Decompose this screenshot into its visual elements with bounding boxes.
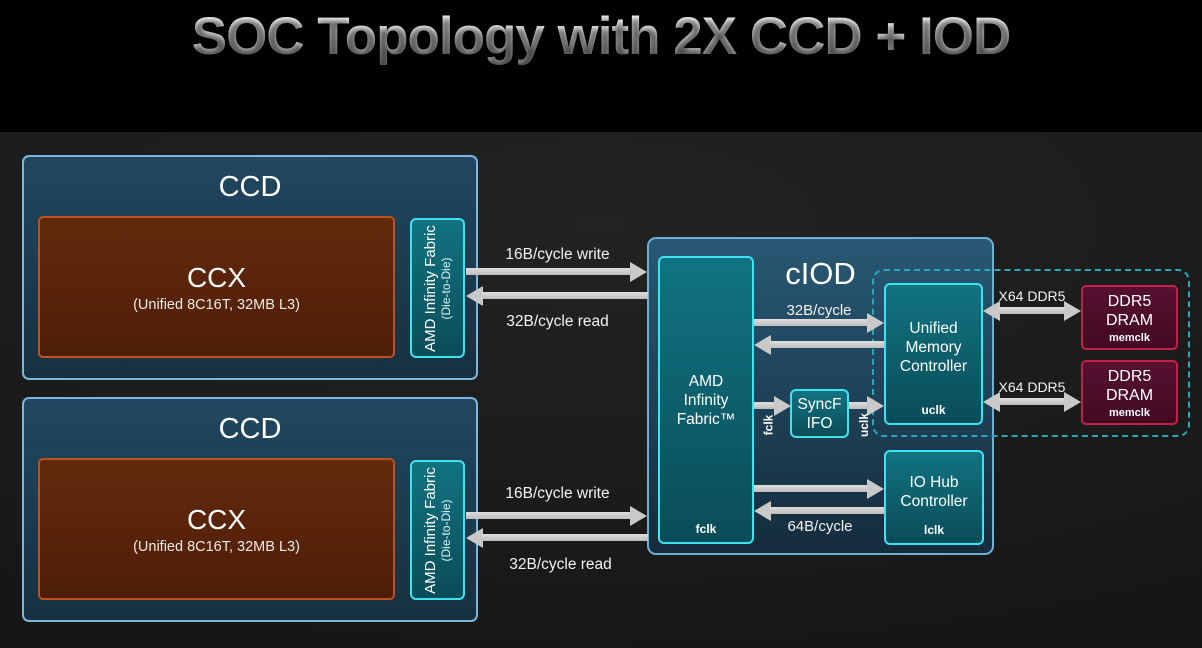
iohub-arrow-label: 64B/cycle [787,518,853,535]
dram2-link-label: X64 DDR5 [998,379,1066,395]
memory-dashed-group [872,269,1190,437]
ccd1-infinity-fabric-label: AMD Infinity Fabric [422,224,440,352]
iohub-line1: IO Hub [909,473,959,491]
arrow-shaft [770,507,884,514]
ciod-fabric-clock: fclk [695,522,717,536]
ciod-title: cIOD [785,256,856,291]
ccd1-ccx-label: CCX [186,261,247,293]
arrow-shaft [754,485,868,492]
ccd2-infinity-fabric-rotated-text: AMD Infinity Fabric (Die-to-Die) [412,462,463,598]
ccd1-ccx-subtitle: (Unified 8C16T, 32MB L3) [133,296,300,313]
title-band [0,0,1202,132]
arrow-shaft [754,402,775,409]
umc-line2: Memory [905,338,962,356]
ccd2-read-arrow-label: 32B/cycle read [509,556,612,573]
dram1-line2: DRAM [1105,312,1154,329]
arrow-shaft [482,292,648,299]
slide-title: SOC Topology with 2X CCD + IOD [0,6,1202,67]
umc-clock: uclk [921,403,946,417]
arrow-shaft [482,534,648,541]
arrow-head-left-icon [754,335,771,355]
syncfifo-line1: SyncF [797,395,842,413]
arrow-shaft [466,268,631,275]
arrow-head-right-icon [867,313,884,333]
iohub-clock: lclk [923,523,944,537]
arrow-head-left-icon [466,286,483,306]
ccd1-title: CCD [218,171,282,203]
arrow-shaft [849,402,868,409]
umc-line1: Unified [909,319,958,337]
fclk-domain-label: fclk [761,414,776,436]
arrow-head-right-icon [630,262,647,282]
ccd2-title: CCD [218,413,282,445]
arrow-head-right-icon [1064,301,1081,321]
umc-line3: Controller [899,357,968,375]
dram2-clock: memclk [1109,407,1150,419]
ccd2-ccx-label: CCX [186,503,247,535]
arrow-shaft [770,341,884,348]
ccd2-infinity-fabric-label: AMD Infinity Fabric [422,466,440,594]
ccd1-infinity-fabric-rotated-text: AMD Infinity Fabric (Die-to-Die) [412,220,463,356]
dram1-clock: memclk [1109,332,1150,344]
ccd1-write-arrow-label: 16B/cycle write [505,246,610,263]
dram1-line1: DDR5 [1107,293,1152,310]
ccd2-write-arrow-label: 16B/cycle write [505,485,610,502]
ccd1-read-arrow-label: 32B/cycle read [506,313,609,330]
dram1-box: DDR5 DRAM memclk [1081,285,1178,350]
syncfifo-box: SyncF IFO [790,389,849,438]
arrow-head-right-icon [1064,392,1081,412]
arrow-head-left-icon [983,301,1000,321]
dram1-link-label: X64 DDR5 [998,288,1066,304]
ciod-fabric-line2: Infinity [683,391,729,409]
ccd1-infinity-fabric-box: AMD Infinity Fabric (Die-to-Die) [410,218,465,358]
arrow-head-right-icon [867,479,884,499]
ciod-infinity-fabric-box: AMD Infinity Fabric™ fclk [658,256,754,544]
ciod-fabric-line1: AMD [688,372,724,390]
arrow-shaft [754,319,868,326]
arrow-head-left-icon [754,501,771,521]
ccd2-ccx-subtitle: (Unified 8C16T, 32MB L3) [133,538,300,555]
ccd2-infinity-fabric-sub: (Die-to-Die) [439,498,454,562]
dram2-line2: DRAM [1105,387,1154,404]
arrow-head-right-icon [630,506,647,526]
ccd2-ccx-box: CCX (Unified 8C16T, 32MB L3) [38,458,395,600]
umc-write-arrow-label: 32B/cycle [786,302,852,319]
uclk-domain-label: uclk [857,412,872,438]
arrow-shaft [999,307,1065,314]
arrow-head-right-icon [867,396,884,416]
ciod-fabric-line3: Fabric™ [676,410,736,428]
ccd1-infinity-fabric-sub: (Die-to-Die) [439,256,454,320]
ccd2-infinity-fabric-box: AMD Infinity Fabric (Die-to-Die) [410,460,465,600]
arrow-head-left-icon [983,392,1000,412]
unified-memory-controller-box: Unified Memory Controller uclk [884,283,983,425]
arrow-shaft [466,512,631,519]
dram2-box: DDR5 DRAM memclk [1081,360,1178,425]
ccd1-ccx-box: CCX (Unified 8C16T, 32MB L3) [38,216,395,358]
iohub-line2: Controller [900,492,968,510]
io-hub-controller-box: IO Hub Controller lclk [884,450,984,545]
arrow-head-right-icon [774,396,791,416]
syncfifo-line2: IFO [806,414,833,432]
dram2-line1: DDR5 [1107,368,1152,385]
arrow-shaft [999,398,1065,405]
arrow-head-left-icon [466,528,483,548]
